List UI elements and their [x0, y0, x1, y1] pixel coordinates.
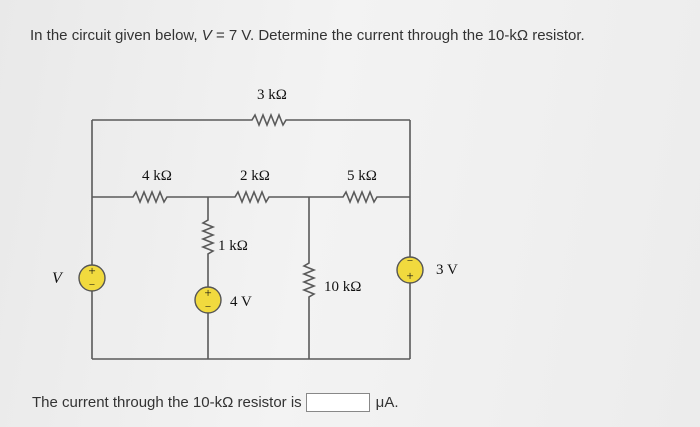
resistor-2k-label: 2 kΩ	[240, 168, 270, 184]
source-3v: − +	[396, 255, 424, 284]
source-v-plus: +	[88, 263, 95, 278]
question-suffix: = 7 V. Determine the current through the…	[211, 27, 585, 44]
source-v-circle	[78, 264, 106, 292]
wire-top-3k	[92, 112, 410, 128]
source-3v-plus: +	[406, 268, 413, 283]
source-4v-minus: −	[205, 301, 211, 313]
question-variable: V	[201, 27, 212, 44]
wire-branch-1k	[200, 197, 216, 359]
resistor-10k-label: 10 kΩ	[324, 279, 361, 295]
wire-branch-10k	[301, 197, 317, 359]
resistor-5k-label: 5 kΩ	[347, 168, 377, 184]
source-3v-circle	[396, 256, 424, 284]
answer-input[interactable]	[305, 393, 370, 412]
source-4v: + −	[194, 285, 222, 314]
resistor-3k-label: 3 kΩ	[257, 87, 287, 103]
resistor-4k-label: 4 kΩ	[142, 168, 172, 184]
answer-label: The current through the 10-kΩ resistor i…	[32, 394, 302, 411]
source-3v-minus: −	[407, 255, 413, 267]
source-v-minus: −	[89, 279, 95, 291]
question-text: In the circuit given below, V = 7 V. Det…	[30, 27, 585, 44]
resistor-1k-label: 1 kΩ	[218, 238, 248, 254]
source-v: + −	[78, 263, 106, 292]
source-v-label: V	[52, 270, 64, 287]
answer-unit: μA.	[375, 394, 399, 411]
answer-row: The current through the 10-kΩ resistor i…	[32, 393, 399, 412]
source-4v-circle	[194, 286, 222, 314]
question-prefix: In the circuit given below,	[30, 27, 202, 44]
wire-middle-resistors	[92, 189, 410, 205]
source-4v-plus: +	[204, 285, 211, 300]
source-4v-label: 4 V	[230, 294, 252, 310]
source-3v-label: 3 V	[436, 262, 458, 278]
